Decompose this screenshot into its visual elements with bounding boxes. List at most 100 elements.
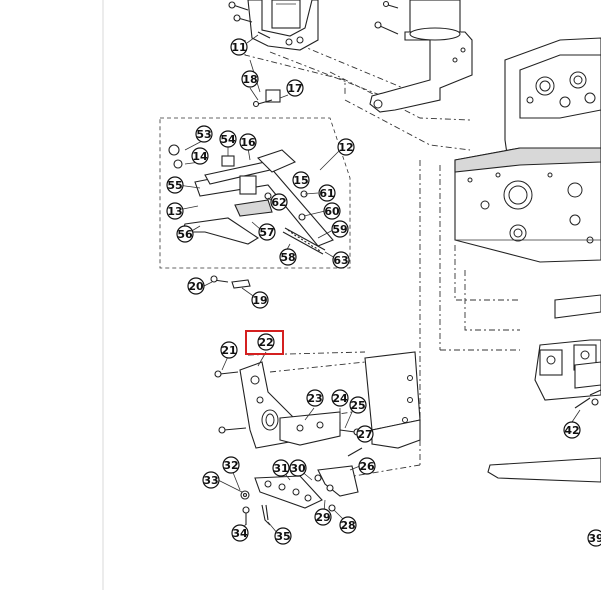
callout-23: 23 — [306, 389, 324, 407]
column-assembly — [228, 0, 319, 51]
callout-label: 58 — [280, 251, 295, 264]
callout-circle — [219, 130, 237, 148]
callout-label: 23 — [307, 392, 322, 405]
callout-circle — [166, 202, 184, 220]
callout-circle — [286, 79, 304, 97]
callout-label: 62 — [271, 196, 286, 209]
callout-circle — [339, 516, 357, 534]
callout-32: 32 — [222, 456, 240, 474]
callout-circle — [356, 425, 374, 443]
callout-label: 27 — [357, 428, 372, 441]
callout-63: 63 — [332, 251, 350, 269]
callout-26: 26 — [358, 457, 376, 475]
callout-circle — [166, 176, 184, 194]
callout-13: 13 — [166, 202, 184, 220]
callout-circle — [258, 223, 276, 241]
callout-circle — [323, 202, 341, 220]
callout-61: 61 — [318, 184, 336, 202]
callout-circle — [563, 421, 581, 439]
callout-label: 12 — [338, 141, 353, 154]
callout-label: 33 — [203, 474, 218, 487]
highlight-box — [245, 330, 284, 355]
callout-31: 31 — [272, 459, 290, 477]
right-lower-assembly — [487, 294, 601, 483]
callout-circle — [176, 225, 194, 243]
callout-label: 59 — [332, 223, 347, 236]
small-parts-19-20 — [210, 275, 251, 289]
callout-60: 60 — [323, 202, 341, 220]
callout-label: 20 — [188, 280, 204, 293]
callout-circle — [289, 459, 307, 477]
lower-bracket-assembly — [214, 351, 421, 526]
callout-22: 22 — [257, 333, 275, 351]
callout-35: 35 — [274, 527, 292, 545]
callout-label: 57 — [259, 226, 274, 239]
callout-15: 15 — [292, 171, 310, 189]
callout-label: 21 — [221, 344, 236, 357]
callout-label: 29 — [315, 511, 330, 524]
callout-label: 28 — [340, 519, 355, 532]
callout-24: 24 — [331, 389, 349, 407]
callout-circle — [274, 527, 292, 545]
callout-circle — [279, 248, 297, 266]
cylinder-bracket — [369, 0, 473, 113]
callout-label: 54 — [220, 133, 236, 146]
callout-12: 12 — [337, 138, 355, 156]
callout-circle — [292, 171, 310, 189]
callout-14: 14 — [191, 147, 209, 165]
callout-11: 11 — [230, 38, 248, 56]
callout-42: 42 — [563, 421, 581, 439]
callout-circle — [349, 396, 367, 414]
callout-circle — [191, 147, 209, 165]
callout-label: 61 — [319, 187, 334, 200]
callout-circle — [187, 277, 205, 295]
callout-label: 39 — [588, 532, 601, 545]
callout-circle — [220, 341, 238, 359]
callout-label: 19 — [252, 294, 267, 307]
callout-label: 63 — [333, 254, 348, 267]
callout-circle — [337, 138, 355, 156]
callout-circle — [195, 125, 213, 143]
machine-body — [454, 37, 601, 263]
callout-badges: 11 18 17 53 54 16 12 14 55 15 61 62 13 60 56 57 59 58 63 20… — [166, 38, 601, 547]
callout-label: 53 — [196, 128, 211, 141]
callout-label: 42 — [564, 424, 579, 437]
callout-17: 17 — [286, 79, 304, 97]
callout-57: 57 — [258, 223, 276, 241]
callout-34: 34 — [231, 524, 249, 542]
callout-label: 18 — [242, 73, 257, 86]
callout-circle — [230, 38, 248, 56]
callout-label: 15 — [293, 174, 308, 187]
callout-circle — [270, 193, 288, 211]
callout-circle — [314, 508, 332, 526]
callout-label: 14 — [192, 150, 208, 163]
callout-30: 30 — [289, 459, 307, 477]
callout-label: 16 — [240, 136, 256, 149]
callout-55: 55 — [166, 176, 184, 194]
callout-circle — [231, 524, 249, 542]
callout-label: 30 — [290, 462, 306, 475]
callout-label: 11 — [231, 41, 246, 54]
callout-label: 32 — [223, 459, 238, 472]
callout-label: 34 — [232, 527, 248, 540]
callout-circle — [318, 184, 336, 202]
callout-56: 56 — [176, 225, 194, 243]
callout-circle — [202, 471, 220, 489]
callout-28: 28 — [339, 516, 357, 534]
callout-33: 33 — [202, 471, 220, 489]
callout-53: 53 — [195, 125, 213, 143]
callout-59: 59 — [331, 220, 349, 238]
callout-circle — [587, 529, 601, 547]
callout-21: 21 — [220, 341, 238, 359]
callout-label: 31 — [273, 462, 288, 475]
callout-20: 20 — [187, 277, 205, 295]
callout-label: 35 — [275, 530, 290, 543]
callout-circle — [331, 220, 349, 238]
callout-25: 25 — [349, 396, 367, 414]
callout-18: 18 — [241, 70, 259, 88]
callout-label: 25 — [350, 399, 365, 412]
callout-label: 60 — [324, 205, 340, 218]
callout-label: 22 — [258, 336, 273, 349]
